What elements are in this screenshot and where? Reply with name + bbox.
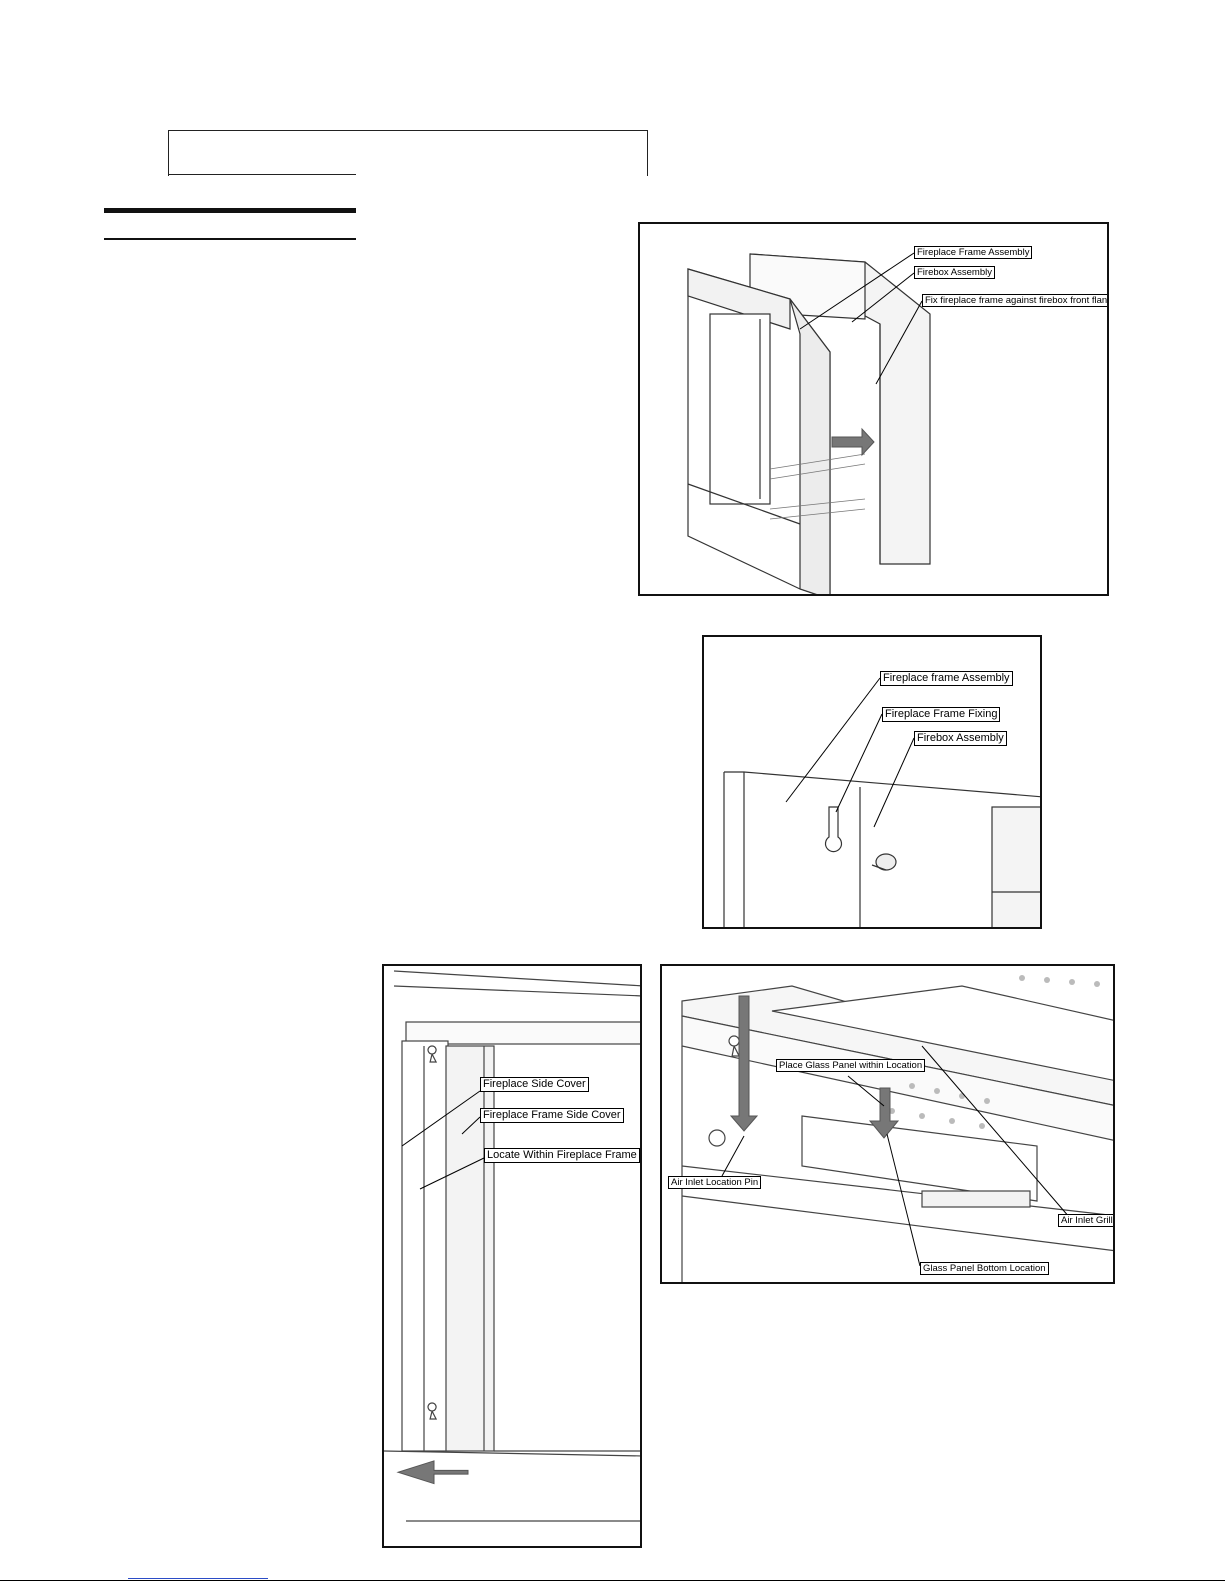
callout-air-inlet-grill: Air Inlet Grill <box>1058 1214 1113 1227</box>
callout-fireplace-frame-assembly: Fireplace Frame Assembly <box>914 246 1033 259</box>
heading-rule-thick <box>104 208 356 213</box>
figure-2-drawing <box>723 677 1040 927</box>
section-title-box <box>168 130 648 176</box>
callout-fireplace-frame-fixing: Fireplace Frame Fixing <box>882 707 1001 722</box>
figure-frame-to-firebox: Fireplace Frame Assembly Firebox Assembl… <box>638 222 1109 596</box>
title-box-underline <box>168 174 356 175</box>
heading-rule-thin <box>104 238 356 240</box>
figure-1-drawing <box>687 252 931 594</box>
figure-4-drawing <box>681 975 1113 1282</box>
footer-rule <box>0 1580 1225 1581</box>
callout-firebox-assembly: Firebox Assembly <box>914 266 995 279</box>
callout-fireplace-frame-assembly-2: Fireplace frame Assembly <box>880 671 1013 686</box>
callout-place-glass-panel: Place Glass Panel within Location <box>776 1059 926 1072</box>
callout-glass-panel-bottom-location: Glass Panel Bottom Location <box>920 1262 1049 1275</box>
figure-glass-panel-location: Place Glass Panel within Location Air In… <box>660 964 1115 1284</box>
figure-side-cover: Fireplace Side Cover Fireplace Frame Sid… <box>382 964 642 1548</box>
callout-fireplace-side-cover: Fireplace Side Cover <box>480 1077 589 1092</box>
callout-firebox-assembly-2: Firebox Assembly <box>914 731 1007 746</box>
callout-fireplace-frame-side-cover: Fireplace Frame Side Cover <box>480 1108 624 1123</box>
figure-3-drawing <box>384 970 640 1522</box>
figure-frame-fixing-detail: Fireplace frame Assembly Fireplace Frame… <box>702 635 1042 929</box>
callout-air-inlet-location-pin: Air Inlet Location Pin <box>668 1176 762 1189</box>
callout-locate-within-frame: Locate Within Fireplace Frame <box>484 1148 640 1163</box>
callout-fix-frame-against-flange: Fix fireplace frame against firebox fron… <box>922 294 1107 307</box>
footer-link-underline[interactable] <box>128 1578 268 1579</box>
